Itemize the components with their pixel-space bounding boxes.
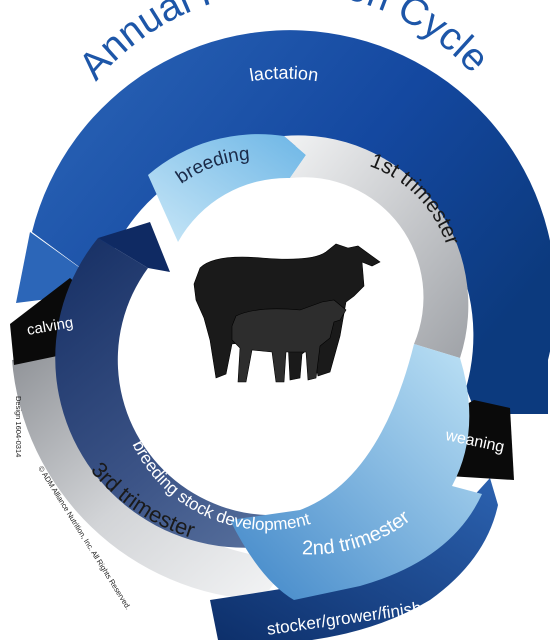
breeding-stock-overlay — [98, 222, 170, 272]
lactation-label: lactation — [248, 63, 320, 86]
cow-and-calf-illustration — [193, 243, 381, 383]
lactation-segment — [32, 30, 550, 414]
stocker-segment — [210, 478, 498, 640]
second-trimester-segment — [230, 344, 482, 600]
lactation-label-wrap: lactation — [248, 63, 320, 86]
design-credit: Design 1604-0314 — [14, 396, 23, 457]
first-trimester-segment — [284, 135, 469, 358]
breeding-stock-segment — [55, 238, 432, 548]
breeding-segment — [148, 134, 306, 242]
